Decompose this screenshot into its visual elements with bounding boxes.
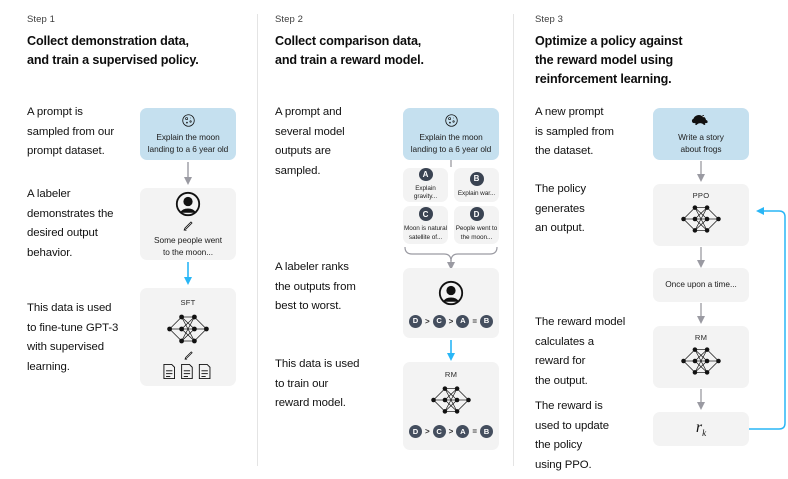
step-3-paragraph-2: The policy generates an output. — [535, 183, 586, 235]
sample-caption-b: Explain war... — [457, 189, 496, 197]
step-1-paragraph-3: This data is used to fine-tune GPT-3 wit… — [27, 302, 119, 373]
step-2-arrow-2 — [447, 340, 455, 361]
step-2-labeler-card[interactable]: D > C > A = B — [403, 268, 499, 338]
rank-op-2: > — [448, 316, 454, 326]
step-1-arrow-2 — [184, 262, 192, 285]
rank-pill-c: C — [432, 314, 446, 328]
rm-rank-op-1: > — [424, 427, 430, 436]
rm-rank-pill-a: A — [456, 425, 470, 438]
step-label-2: Step 2 — [275, 14, 304, 25]
step-2-rm-ranking: D > C > A = B — [408, 425, 493, 438]
step-2-prompt-caption: Explain the moon landing to a 6 year old — [410, 132, 492, 154]
rm-rank-op-2: > — [448, 427, 454, 436]
reward-subscript: k — [702, 428, 707, 439]
step-3-arrow-3 — [697, 303, 705, 324]
rm-label-3: RM — [694, 333, 708, 342]
frog-icon — [691, 113, 711, 127]
rank-op-1: > — [424, 316, 430, 326]
step-3-rm-card[interactable]: RM — [653, 326, 749, 388]
neural-net-icon — [677, 200, 725, 238]
sample-badge-a: A — [418, 168, 433, 181]
step-3-paragraph-3: The reward model calculates a reward for… — [535, 316, 626, 387]
step-3-output-caption: Once upon a time... — [665, 279, 737, 290]
step-1-arrow-1 — [184, 162, 192, 185]
moon-icon — [181, 113, 196, 128]
step-2-sample-c[interactable]: C Moon is natural satellite of... — [403, 206, 448, 244]
sample-badge-d: D — [469, 207, 484, 222]
step-2-prompt-card[interactable]: Explain the moon landing to a 6 year old — [403, 108, 499, 160]
rm-rank-op-3: = — [472, 427, 477, 436]
step-3-paragraph-1: A new prompt is sampled from the dataset… — [535, 106, 614, 158]
step-title-2: Collect comparison data, and train a rew… — [275, 34, 424, 67]
sample-badge-c: C — [418, 207, 433, 222]
sample-caption-d: People went to the moon... — [455, 225, 498, 241]
step-2-paragraph-3: This data is used to train our reward mo… — [275, 358, 360, 410]
step-3-feedback-loop-arrow — [749, 207, 786, 430]
step-1-paragraph-2: A labeler demonstrates the desired outpu… — [27, 188, 114, 259]
step-3-reward-card[interactable]: rk — [653, 412, 749, 446]
step-3-arrow-2 — [697, 247, 705, 268]
documents-icon — [162, 363, 214, 380]
column-step-1: Step 1 Collect demonstration data, and t… — [0, 0, 257, 479]
rm-rank-pill-c: C — [432, 425, 446, 438]
step-1-paragraph-1: A prompt is sampled from our prompt data… — [27, 106, 115, 158]
moon-icon — [444, 113, 459, 128]
step-2-brace-arrow — [404, 246, 498, 270]
person-icon — [437, 279, 465, 307]
neural-net-icon — [164, 309, 212, 349]
step-2-paragraph-2: A labeler ranks the outputs from best to… — [275, 261, 356, 313]
step-3-output-card[interactable]: Once upon a time... — [653, 268, 749, 302]
step-3-arrow-4 — [697, 389, 705, 410]
rank-op-3: = — [472, 316, 477, 326]
step-1-sft-card[interactable]: SFT — [140, 288, 236, 386]
step-2-rm-card[interactable]: RM — [403, 362, 499, 450]
step-1-prompt-caption: Explain the moon landing to a 6 year old — [147, 132, 229, 154]
pencil-icon — [183, 350, 194, 361]
neural-net-icon — [677, 342, 725, 380]
sample-caption-c: Moon is natural satellite of... — [404, 225, 447, 241]
column-step-2: Step 2 Collect comparison data, and trai… — [257, 0, 513, 479]
step-3-arrow-1 — [697, 161, 705, 182]
step-2-labeler-ranking: D > C > A = B — [408, 314, 493, 328]
column-divider-1 — [257, 14, 258, 466]
step-label-1: Step 1 — [27, 14, 56, 25]
step-2-sample-b[interactable]: B Explain war... — [454, 168, 499, 202]
sample-caption-a: Explain gravity... — [413, 184, 438, 201]
pencil-icon — [182, 220, 194, 232]
step-2-sample-a[interactable]: A Explain gravity... — [403, 168, 448, 202]
rm-rank-pill-b: B — [480, 425, 493, 438]
sample-badge-b: B — [469, 171, 484, 186]
step-2-paragraph-1: A prompt and several model outputs are s… — [275, 106, 345, 177]
rank-pill-a: A — [456, 314, 470, 328]
column-divider-2 — [513, 14, 514, 466]
reward-value: rk — [696, 419, 706, 438]
step-1-prompt-card[interactable]: Explain the moon landing to a 6 year old — [140, 108, 236, 160]
step-1-labeler-caption: Some people went to the moon... — [154, 235, 222, 257]
step-3-prompt-caption: Write a story about frogs — [678, 132, 724, 154]
person-icon — [174, 190, 202, 218]
column-step-3: Step 3 Optimize a policy against the rew… — [513, 0, 788, 479]
step-1-labeler-card[interactable]: Some people went to the moon... — [140, 188, 236, 260]
neural-net-icon — [427, 381, 475, 419]
rm-rank-pill-d: D — [408, 425, 422, 438]
step-title-1: Collect demonstration data, and train a … — [27, 34, 199, 67]
step-2-arrow-1 — [450, 160, 452, 167]
rank-pill-d: D — [408, 314, 422, 328]
reward-symbol: r — [695, 419, 703, 437]
step-3-prompt-card[interactable]: Write a story about frogs — [653, 108, 749, 160]
step-label-3: Step 3 — [535, 14, 564, 25]
sft-label: SFT — [180, 298, 196, 307]
step-3-paragraph-4: The reward is used to update the policy … — [535, 400, 609, 471]
rank-pill-b: B — [480, 314, 493, 328]
ppo-label: PPO — [692, 191, 710, 200]
rm-label: RM — [444, 370, 458, 379]
step-3-ppo-card[interactable]: PPO — [653, 184, 749, 246]
step-title-3: Optimize a policy against the reward mod… — [535, 34, 683, 86]
step-2-sample-d[interactable]: D People went to the moon... — [454, 206, 499, 244]
